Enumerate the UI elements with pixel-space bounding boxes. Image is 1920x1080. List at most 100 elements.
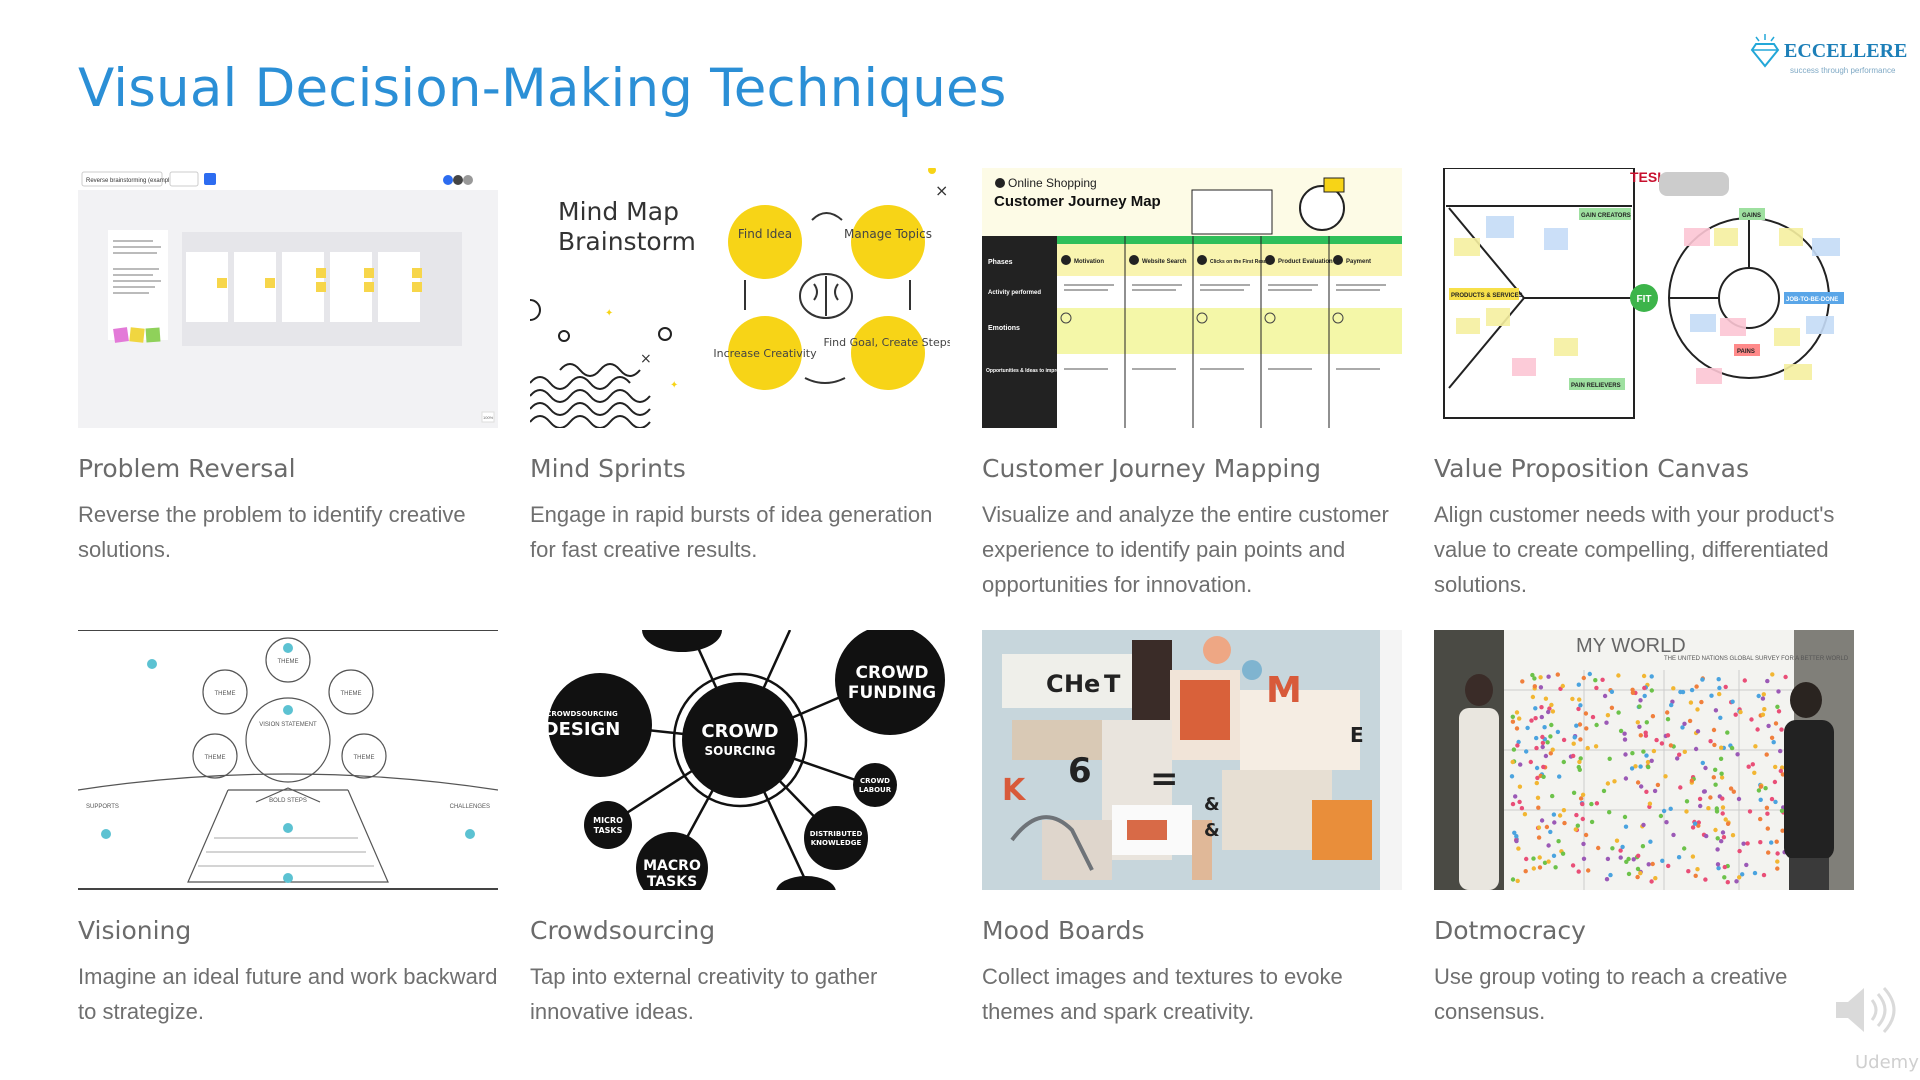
vote-dot (1516, 739, 1521, 745)
vote-dot (1587, 671, 1592, 677)
vote-dot (1524, 856, 1529, 862)
vote-dot (1764, 752, 1769, 757)
vote-dot (1585, 745, 1590, 751)
vote-dot (1543, 696, 1549, 701)
vote-dot (1512, 830, 1517, 835)
vote-dot (1616, 673, 1621, 678)
vote-dot (1644, 720, 1649, 725)
vote-dot (1779, 765, 1785, 770)
vote-dot (1716, 677, 1721, 682)
vote-dot (1666, 863, 1671, 869)
vote-dot (1763, 786, 1768, 791)
vote-dot (1775, 859, 1780, 864)
vote-dot (1730, 833, 1736, 838)
vote-dot (1725, 880, 1730, 885)
vote-dot (1520, 679, 1525, 684)
ms-node-3: Increase Creativity (713, 347, 817, 360)
ms-node-1: Find Idea (738, 227, 792, 241)
mb-ampersand-2: & (1204, 820, 1220, 841)
vote-dot (1772, 779, 1778, 785)
vote-dot (1664, 820, 1669, 825)
vote-dot (1533, 706, 1538, 711)
vote-dot (1729, 745, 1735, 751)
vote-dot (1756, 788, 1762, 793)
vote-dot (1580, 801, 1585, 807)
cs-dist-2: KNOWLEDGE (811, 839, 862, 847)
vote-dot (1720, 805, 1726, 810)
vote-dot (1570, 863, 1576, 868)
vote-dot (1630, 751, 1635, 756)
vote-dot (1593, 744, 1599, 749)
vote-dot (1618, 728, 1624, 734)
vote-dot (1649, 879, 1654, 884)
vote-dot (1719, 745, 1724, 750)
vote-dot (1640, 844, 1646, 849)
vote-dot (1780, 772, 1786, 777)
vote-dot (1638, 698, 1643, 703)
cs-labour-1: CROWD (860, 777, 890, 785)
value-proposition-image: TESLA GAIN CREATORS PRODUCTS & SERVICES … (1434, 168, 1854, 428)
speaker-icon[interactable] (1830, 980, 1900, 1040)
vote-dot (1642, 685, 1647, 691)
vote-dot (1510, 801, 1516, 807)
vote-dot (1638, 733, 1643, 738)
vote-dot (1720, 830, 1726, 835)
vote-dot (1622, 731, 1627, 736)
vote-dot (1659, 741, 1665, 746)
vote-dot (1694, 684, 1699, 689)
vote-dot (1725, 821, 1731, 826)
cj-row-1: Phases (988, 259, 1013, 266)
vote-dot (1539, 818, 1545, 823)
vote-dot (1516, 846, 1521, 851)
vote-dot (1752, 770, 1757, 775)
vote-dot (1547, 706, 1552, 711)
vote-dot (1765, 678, 1770, 684)
svg-text:✦: ✦ (670, 380, 678, 391)
vote-dot (1522, 812, 1528, 817)
cj-stage-2: Website Search (1142, 259, 1187, 265)
vote-dot (1534, 735, 1539, 741)
vote-dot (1548, 829, 1553, 835)
vote-dot (1704, 833, 1709, 839)
cj-stage-3: Clicks on the First Result (1210, 259, 1270, 265)
vote-dot (1537, 855, 1542, 860)
vote-dot (1571, 741, 1576, 746)
vote-dot (1557, 813, 1563, 818)
vote-dot (1517, 716, 1522, 721)
card-value-proposition-canvas: TESLA GAIN CREATORS PRODUCTS & SERVICES … (1434, 168, 1854, 602)
vote-dot (1545, 740, 1550, 745)
vote-dot (1718, 715, 1723, 720)
vote-dot (1668, 743, 1674, 748)
vote-dot (1626, 856, 1631, 862)
vote-dot (1572, 735, 1577, 740)
vote-dot (1750, 762, 1755, 767)
vote-dot (1573, 827, 1578, 832)
vote-dot (1719, 839, 1724, 844)
vote-dot (1622, 814, 1628, 820)
ms-node-4: Find Goal, Create Steps (824, 336, 950, 349)
vote-dot (1510, 759, 1515, 765)
vote-dot (1678, 689, 1683, 695)
vote-dot (1783, 674, 1788, 680)
vote-dot (1531, 866, 1536, 871)
vote-dot (1523, 869, 1528, 874)
vote-dot (1546, 674, 1551, 679)
voting-dots (1509, 671, 1788, 885)
mb-letter-t: T (1104, 670, 1121, 698)
card-description: Tap into external creativity to gather i… (530, 964, 878, 1024)
vote-dot (1722, 875, 1727, 880)
vote-dot (1612, 779, 1617, 784)
card-description: Align customer needs with your product's… (1434, 502, 1835, 597)
vote-dot (1775, 851, 1780, 856)
vote-dot (1728, 786, 1734, 791)
vote-dot (1600, 677, 1605, 682)
vote-dot (1580, 816, 1585, 822)
vote-dot (1773, 799, 1778, 805)
vote-dot (1711, 775, 1716, 780)
vote-dot (1698, 803, 1703, 809)
card-title: Crowdsourcing (530, 916, 716, 945)
vote-dot (1626, 871, 1632, 877)
vote-dot (1635, 874, 1640, 880)
vote-dot (1533, 716, 1538, 721)
